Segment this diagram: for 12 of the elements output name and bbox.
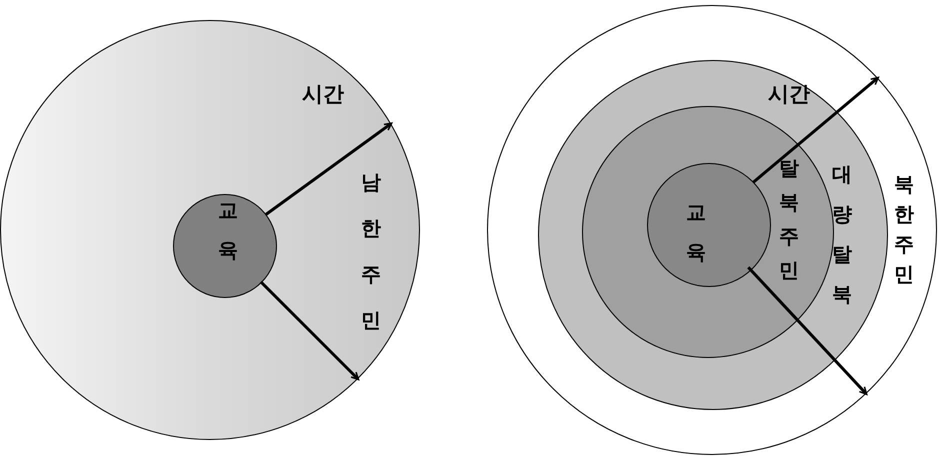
- arrow: [265, 122, 392, 216]
- circle-label: 교육: [685, 199, 707, 266]
- circle-label: 교육: [217, 197, 239, 264]
- arrow: [752, 76, 880, 184]
- circle-label: 탈북주민: [778, 155, 800, 284]
- edge-label: 시간: [768, 81, 810, 108]
- circle-label: 대량탈북: [831, 161, 853, 308]
- arrow: [747, 266, 868, 396]
- circle-label: 북한주민: [893, 171, 915, 288]
- edge-label: 시간: [302, 81, 344, 108]
- arrow: [260, 280, 360, 380]
- circle-label: 남한주민: [360, 169, 382, 334]
